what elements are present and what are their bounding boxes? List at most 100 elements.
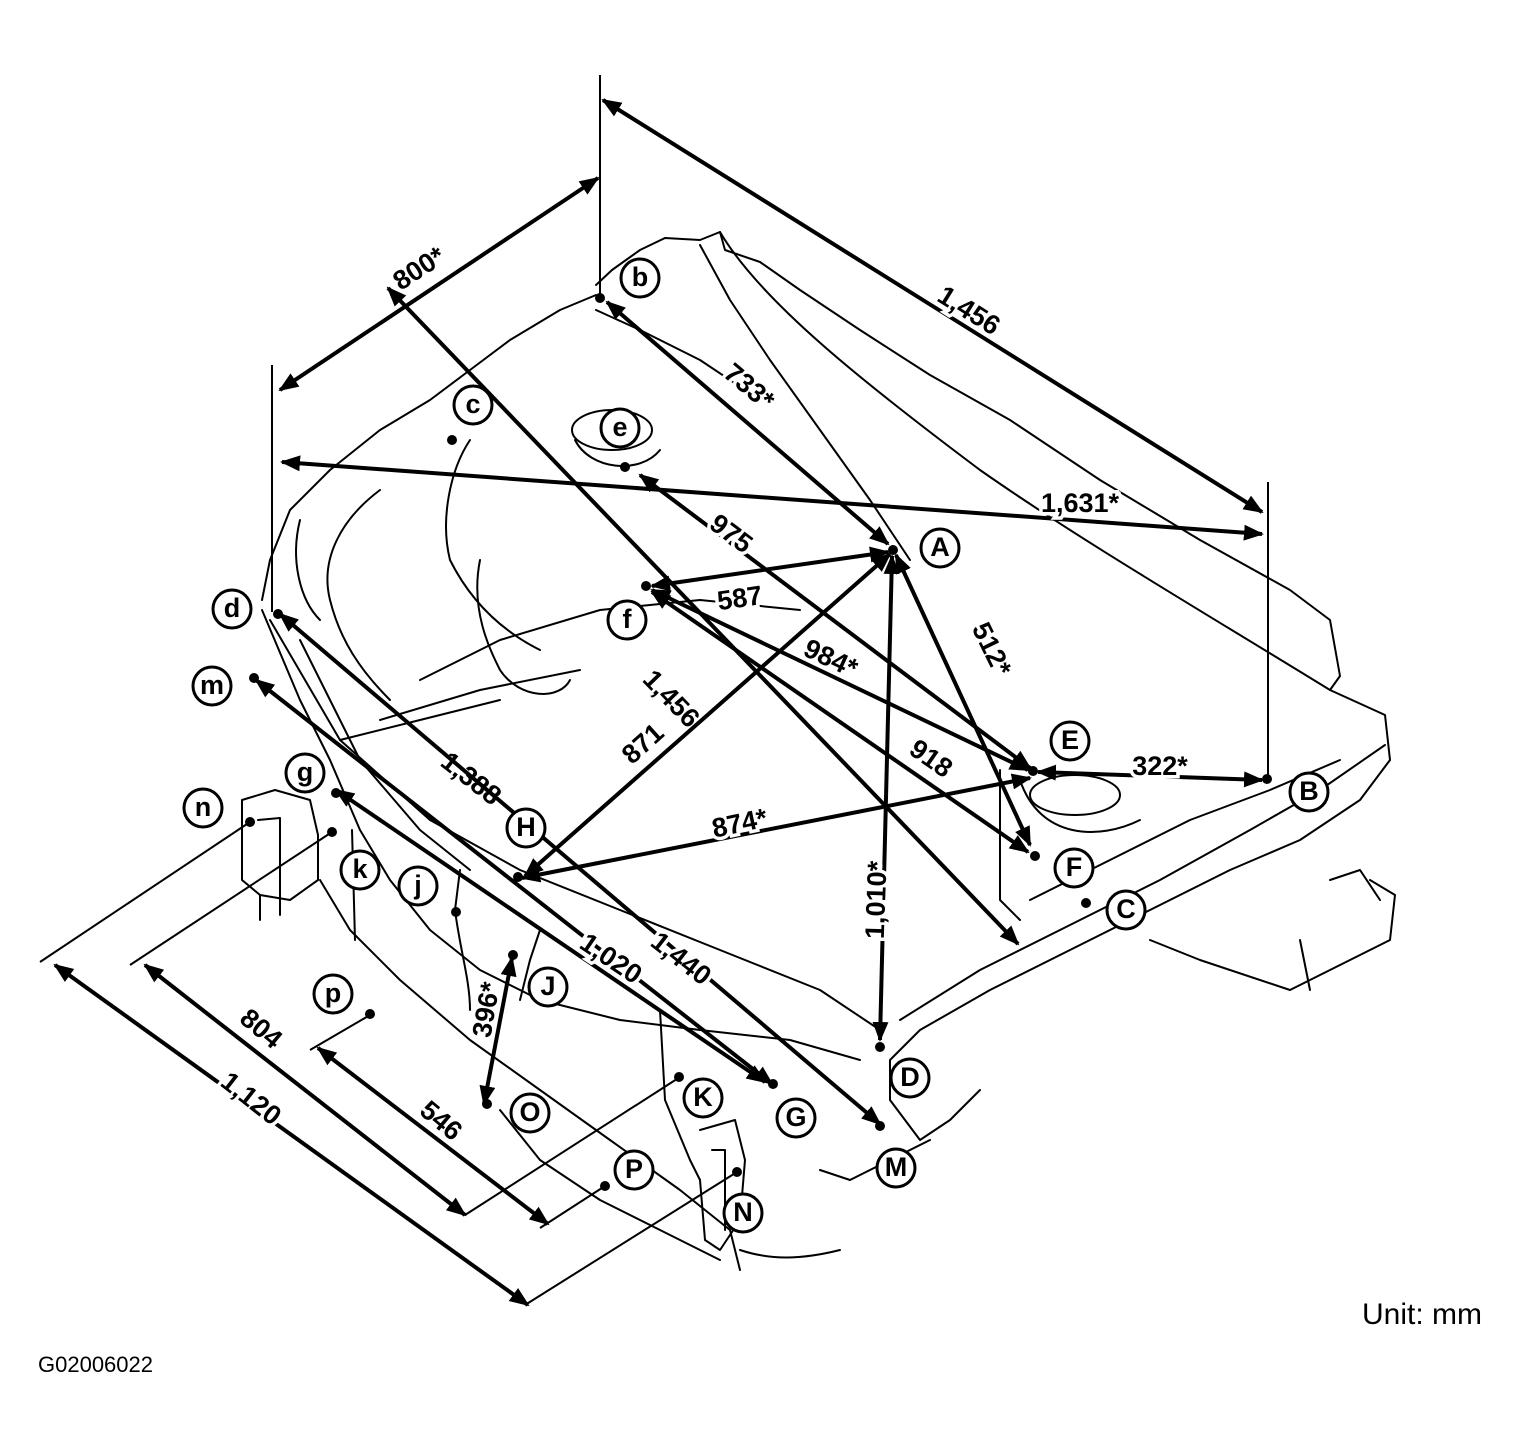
point-label-circle — [182, 787, 224, 829]
point-dot-j — [451, 907, 461, 917]
point-label-E: E — [1049, 720, 1091, 762]
point-label-e: e — [599, 407, 641, 449]
point-label-text: d — [224, 593, 241, 623]
point-label-B: B — [1288, 771, 1330, 813]
dimension-value-k-K: 804 — [234, 1003, 288, 1055]
point-dot-e — [620, 462, 630, 472]
point-label-circle — [1053, 847, 1095, 889]
dimension-line-H-A — [523, 552, 892, 878]
point-label-text: P — [625, 1154, 643, 1184]
point-label-M: M — [875, 1147, 917, 1189]
point-dot-p — [365, 1009, 375, 1019]
dimension-line-m-G — [254, 678, 774, 1086]
dimension-value-b-B: 1,456 — [932, 280, 1005, 341]
point-label-p: p — [312, 973, 354, 1015]
point-dot-B — [1262, 774, 1272, 784]
point-label-circle — [191, 665, 233, 707]
point-label-circle — [722, 1192, 764, 1234]
point-dot-D — [875, 1042, 885, 1052]
dimension-value-d-B: 1,631* — [1041, 488, 1120, 518]
point-label-circle — [339, 849, 381, 891]
point-label-text: p — [325, 978, 342, 1008]
point-label-circle — [505, 807, 547, 849]
point-label-circle — [919, 527, 961, 569]
point-dot-k — [327, 827, 337, 837]
dimension-line-f-E — [650, 588, 1030, 772]
point-dot-M — [875, 1121, 885, 1131]
point-label-g: g — [284, 752, 326, 794]
point-label-circle — [211, 588, 253, 630]
point-label-text: K — [693, 1082, 713, 1112]
point-label-text: g — [297, 757, 314, 787]
point-label-A: A — [919, 527, 961, 569]
point-label-text: B — [1299, 776, 1319, 806]
point-label-text: D — [900, 1062, 920, 1092]
measurement-point-dots — [245, 293, 1272, 1191]
point-label-text: n — [195, 792, 212, 822]
point-dot-b — [595, 293, 605, 303]
dimension-value-k-G: 1,020 — [575, 927, 648, 990]
dimension-line-n-N — [53, 963, 530, 1307]
point-label-N: N — [722, 1192, 764, 1234]
point-label-text: N — [733, 1197, 753, 1227]
point-label-circle — [875, 1147, 917, 1189]
point-label-text: O — [519, 1097, 540, 1127]
point-dot-m — [249, 673, 259, 683]
dimension-value-f-F: 918 — [904, 733, 958, 783]
point-dot-d — [273, 609, 283, 619]
point-label-G: G — [775, 1097, 817, 1139]
dimension-value-A-F: 512* — [966, 618, 1018, 682]
point-label-circle — [775, 1097, 817, 1139]
dimension-line-A-D — [872, 554, 900, 1042]
point-dot-P — [600, 1181, 610, 1191]
point-dot-F — [1030, 851, 1040, 861]
point-label-k: k — [339, 849, 381, 891]
dimension-value-p-P: 546 — [414, 1095, 468, 1147]
point-label-circle — [889, 1057, 931, 1099]
point-label-K: K — [682, 1077, 724, 1119]
point-label-text: E — [1061, 725, 1079, 755]
point-dot-G — [768, 1079, 778, 1089]
point-label-text: M — [885, 1152, 908, 1182]
point-label-text: k — [352, 854, 368, 884]
point-label-circle — [397, 865, 439, 907]
point-label-text: m — [200, 670, 224, 700]
dimension-value-b-d: 800* — [388, 240, 451, 296]
underbody-outline — [241, 231, 1396, 1271]
point-label-circle — [284, 752, 326, 794]
point-dot-J — [508, 950, 518, 960]
figure-code: G02006022 — [38, 1352, 153, 1377]
point-dot-H — [513, 872, 523, 882]
point-dot-g — [331, 788, 341, 798]
point-label-circle — [509, 1092, 551, 1134]
point-label-circle — [1105, 889, 1147, 931]
point-label-circle — [527, 966, 569, 1008]
dimension-value-n-N: 1,120 — [215, 1066, 287, 1131]
point-label-text: F — [1066, 852, 1083, 882]
dimension-value-H-A: 871 — [616, 717, 670, 769]
dimension-value-H-E: 874* — [709, 803, 770, 844]
point-label-text: C — [1116, 894, 1136, 924]
point-dot-A — [888, 545, 898, 555]
point-label-text: j — [413, 870, 422, 900]
dimension-line-b-d — [278, 176, 600, 392]
point-dot-c — [447, 435, 457, 445]
point-label-text: H — [516, 812, 536, 842]
point-label-circle — [682, 1077, 724, 1119]
point-label-circle — [599, 407, 641, 449]
point-label-c: c — [452, 384, 494, 426]
point-label-text: b — [632, 262, 649, 292]
dimension-line-k-K — [143, 963, 467, 1217]
point-label-text: G — [785, 1102, 806, 1132]
point-label-circle — [452, 384, 494, 426]
point-label-J: J — [527, 966, 569, 1008]
point-label-text: f — [623, 604, 633, 634]
measurement-point-labels: b c eAd f mE Bg nHk FjC JpD O K G P M N — [182, 257, 1330, 1234]
dimension-line-f-A — [650, 546, 890, 592]
dimension-value-f-A: 587 — [715, 580, 764, 616]
dimension-value-e-E: 975 — [704, 508, 758, 559]
point-label-H: H — [505, 807, 547, 849]
point-dot-E — [1028, 766, 1038, 776]
point-label-b: b — [619, 257, 661, 299]
